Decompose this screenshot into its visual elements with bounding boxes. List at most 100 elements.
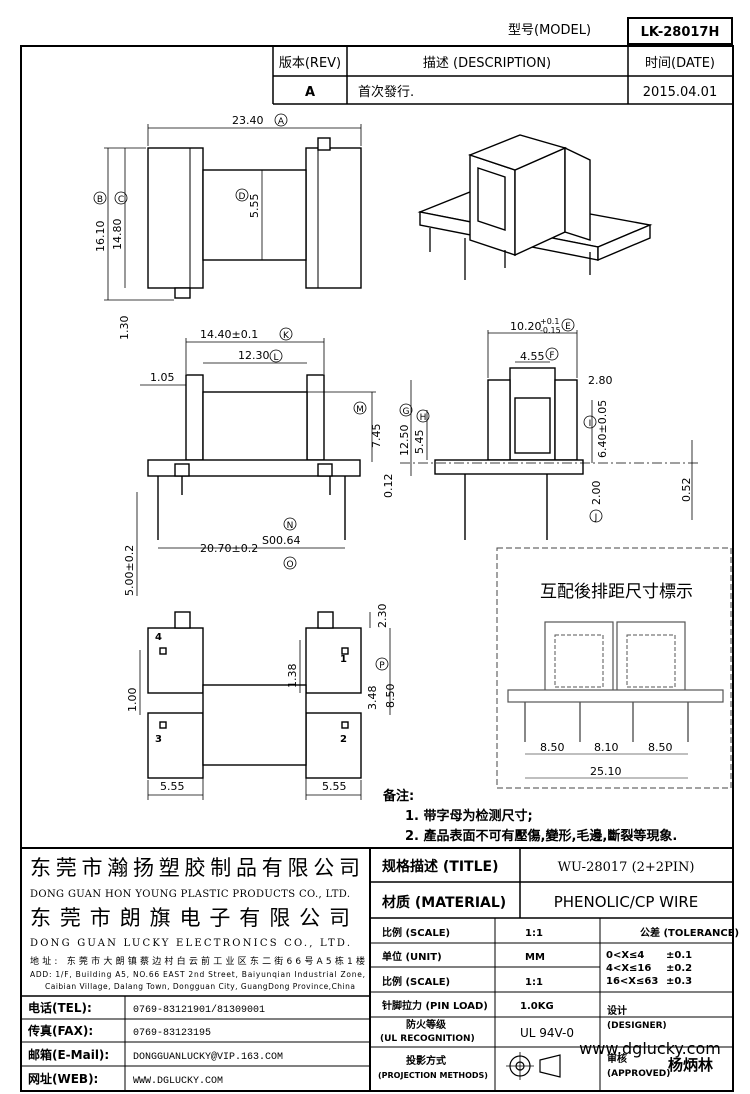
dim-b: 16.10 [94, 221, 107, 253]
pin-load-value: 1.0KG [520, 1001, 554, 1012]
pin-4-label: 4 [155, 632, 162, 643]
designer-label-cn: 设计 [607, 1004, 627, 1017]
front-view: 14.40±0.1 K 12.30 L 1.05 7.45 M 0.12 S00… [123, 327, 395, 596]
dim-f: 4.55 [520, 350, 545, 363]
inset-title: 互配後排距尺寸標示 [540, 582, 693, 602]
dim-k: 14.40±0.1 [200, 328, 258, 341]
note-2: 2. 產品表面不可有壓傷,變形,毛邊,斷裂等現象. [405, 828, 677, 844]
tol-value-1: ±0.1 [666, 950, 692, 961]
header: 型号(MODEL) LK-28017H 版本(REV) 描述 (DESCRIPT… [20, 17, 734, 1092]
dim-p: 8.50 [384, 684, 397, 709]
scale-label: 比例 (SCALE) [382, 926, 450, 939]
dim-i: 6.40±0.05 [596, 400, 609, 458]
date-value: 2015.04.01 [643, 85, 717, 100]
fire-label-en: (UL RECOGNITION) [380, 1034, 475, 1044]
tag-g: G [403, 407, 410, 417]
address-en-1: ADD: 1/F, Building A5, NO.66 EAST 2nd St… [30, 970, 365, 979]
desc-label: 描述 (DESCRIPTION) [423, 56, 551, 71]
dim-e-tol-minus: -0.15 [540, 326, 561, 335]
tag-c: C [118, 195, 124, 205]
pin-3-label: 3 [155, 734, 162, 745]
tag-d: D [239, 192, 246, 202]
tol-value-3: ±0.3 [666, 976, 692, 987]
dim-e-tol-plus: +0.1 [540, 317, 559, 326]
tol-range-3: 16<X≤63 [606, 976, 658, 987]
web-label: 网址(WEB): [28, 1071, 98, 1086]
tag-b: B [97, 195, 103, 205]
dim-5-00: 5.00±0.2 [123, 545, 136, 596]
title-block: 东莞市瀚扬塑胶制品有限公司 DONG GUAN HON YOUNG PLASTI… [21, 847, 739, 1091]
pin-2-label: 2 [340, 734, 347, 745]
tel-label: 电话(TEL): [28, 1000, 92, 1015]
dim-1-05: 1.05 [150, 371, 175, 384]
rev-label: 版本(REV) [279, 56, 341, 71]
inset-dim-3: 8.50 [648, 741, 673, 754]
email-label: 邮箱(E-Mail): [28, 1047, 109, 1062]
pin-load-label: 针脚拉力 (PIN LOAD) [382, 999, 488, 1012]
tag-h: H [420, 413, 427, 423]
dim-c: 14.80 [111, 219, 124, 251]
tol-range-1: 0<X≤4 [606, 950, 644, 961]
projection-symbol-icon [506, 1052, 561, 1080]
bottom-view: 4 1 3 2 2.30 1.38 8.50 P 3.48 1.00 5.55 … [126, 604, 397, 800]
dim-1-00: 1.00 [126, 688, 139, 713]
company-en-1: DONG GUAN HON YOUNG PLASTIC PRODUCTS CO.… [30, 889, 350, 900]
company-cn-2: 东莞市朗旗电子有限公司 [30, 906, 350, 930]
dim-pin-length: 1.30 [118, 316, 131, 341]
sheet-border [20, 45, 734, 1092]
dim-2-80: 2.80 [588, 374, 613, 387]
dim-5-55-left: 5.55 [160, 780, 185, 793]
notes-heading: 备注: [382, 788, 414, 804]
tol-value-2: ±0.2 [666, 963, 692, 974]
inset-dim-2: 8.10 [594, 741, 619, 754]
dim-n: S00.64 [262, 534, 300, 547]
dim-2-00: 2.00 [590, 481, 603, 506]
tag-n: N [287, 521, 294, 531]
front-view-base [147, 459, 361, 477]
tag-e: E [565, 322, 571, 332]
tag-k: K [283, 331, 290, 341]
material-value: PHENOLIC/CP WIRE [554, 893, 699, 911]
dim-3-48: 3.48 [366, 686, 379, 711]
dim-e: 10.20 [510, 320, 542, 333]
dim-1-38: 1.38 [286, 664, 299, 689]
scale2-label: 比例 (SCALE) [382, 975, 450, 988]
projection-label-en: (PROJECTION METHODS) [378, 1071, 488, 1080]
company-cn-1: 东莞市瀚扬塑胶制品有限公司 [30, 856, 360, 880]
scale-value: 1:1 [525, 928, 543, 939]
approved-value: 杨炳林 [668, 1056, 714, 1074]
watermark: www.dglucky.com [579, 1039, 721, 1058]
dim-5-55-right: 5.55 [322, 780, 347, 793]
dim-d: 5.55 [248, 194, 261, 219]
dim-a: 23.40 [232, 114, 264, 127]
address-cn: 地址: 东莞市大朗镇蔡边村白云前工业区东二街66号A5栋1楼 [30, 955, 365, 967]
address-en-2: Caibian Village, Dalang Town, Dongguan C… [45, 982, 355, 991]
isometric-view [417, 134, 653, 280]
tag-p: P [379, 661, 385, 671]
dim-o: 20.70±0.2 [200, 542, 258, 555]
notes: 备注: 1. 带字母为检测尺寸; 2. 產品表面不可有壓傷,變形,毛邊,斷裂等現… [382, 788, 677, 844]
dim-0-52: 0.52 [680, 478, 693, 503]
inset-dim-1: 8.50 [540, 741, 565, 754]
date-label: 时间(DATE) [645, 56, 715, 71]
dim-2-30: 2.30 [376, 604, 389, 629]
front-view-core [202, 391, 308, 463]
tag-i: I [589, 419, 592, 429]
company-en-2: DONG GUAN LUCKY ELECTRONICS CO., LTD. [30, 938, 350, 949]
top-view: 23.40 A 16.10 B 14.80 C 5.55 D 1.30 [93, 113, 362, 341]
tag-f: F [549, 351, 554, 361]
fax-value: 0769-83123195 [133, 1028, 211, 1039]
unit-label: 单位 (UNIT) [382, 950, 442, 963]
model-label: 型号(MODEL) [508, 23, 591, 38]
pin-1-label: 1 [340, 654, 347, 665]
note-1: 1. 带字母为检测尺寸; [405, 808, 533, 824]
top-view-bobbin-core [202, 169, 307, 261]
inset-dim-total: 25.10 [590, 765, 622, 778]
dim-0-12: 0.12 [382, 474, 395, 499]
model-box [627, 17, 733, 45]
projection-label-cn: 投影方式 [406, 1054, 446, 1067]
side-view-base [434, 459, 584, 475]
tag-m: M [356, 405, 364, 415]
desc-value: 首次發行. [358, 84, 414, 100]
designer-label-en: (DESIGNER) [607, 1021, 667, 1031]
